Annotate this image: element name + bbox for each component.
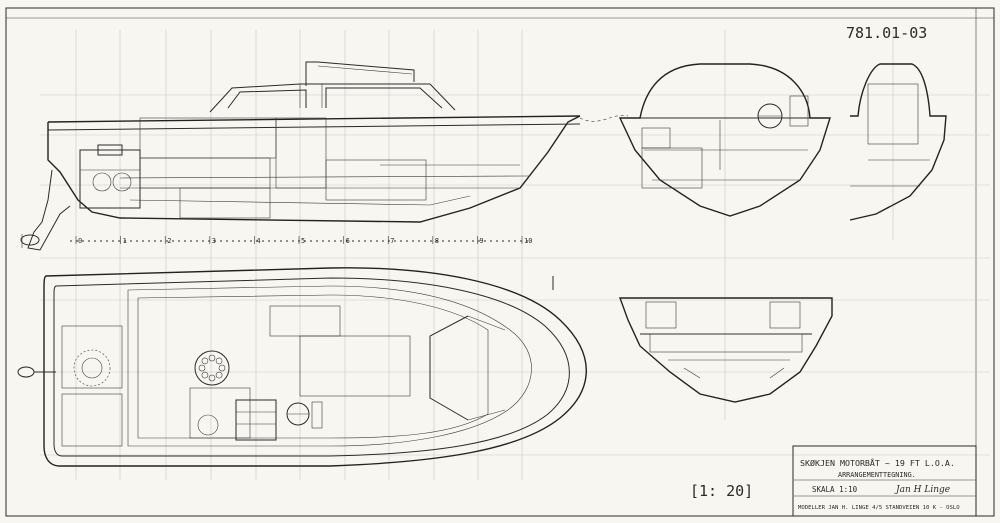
- title-subtitle: ARRANGEMENTTEGNING.: [838, 471, 916, 479]
- station-number: 6: [346, 237, 350, 245]
- scale-box-label: [1: 20]: [690, 482, 753, 500]
- side-profile-view: [20, 61, 629, 251]
- hatch-rosette-dot: [201, 357, 209, 365]
- drawing-border: [5, 7, 995, 517]
- construction-grid: [40, 30, 990, 480]
- hatch-rosette-dot: [215, 357, 223, 365]
- station-scale: 0 1 2 3 4 5 6 7 8 9 10: [70, 236, 532, 245]
- station-number: 10: [524, 237, 532, 245]
- hatch-rosette-dot: [198, 364, 206, 372]
- station-number: 7: [390, 237, 394, 245]
- hatch-rosette-dot: [208, 354, 216, 362]
- station-number: 4: [256, 237, 260, 245]
- station-number: 3: [212, 237, 216, 245]
- title-block: SKØKJEN MOTORBÅT ~ 19 FT L.O.A. ARRANGEM…: [792, 445, 977, 517]
- title-line: SKØKJEN MOTORBÅT ~ 19 FT L.O.A.: [800, 457, 955, 468]
- transom-view: [849, 63, 947, 221]
- midship-section-view: [619, 297, 833, 403]
- bow-view: [618, 63, 831, 217]
- plan-view: [17, 267, 587, 467]
- hatch-rosette-dot: [208, 374, 216, 382]
- station-number: 0: [78, 237, 82, 245]
- hatch-rosette-dot: [215, 371, 223, 379]
- station-number: 9: [479, 237, 483, 245]
- designer-line: MODELLER JAN H. LINGE 4/5 STANDVEIEN 10 …: [798, 505, 960, 511]
- station-number: 2: [167, 237, 171, 245]
- stamp-number: 781.01-03: [846, 24, 927, 42]
- designer-signature: Jan H Linge: [894, 485, 950, 495]
- station-number: 8: [435, 237, 439, 245]
- station-number: 1: [123, 237, 127, 245]
- hatch-rosette-dot: [218, 364, 226, 372]
- scale-label: SKALA 1:10: [812, 485, 858, 494]
- station-number: 5: [301, 237, 305, 245]
- hatch-rosette-dot: [201, 371, 209, 379]
